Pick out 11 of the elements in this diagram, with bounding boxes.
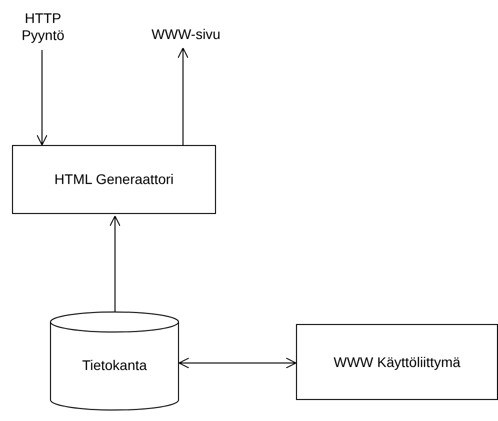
arrow — [36, 50, 48, 146]
node-label: WWW Käyttöliittymä — [334, 354, 460, 370]
node-label: HTML Generaattori — [54, 171, 174, 188]
process-box — [296, 324, 498, 400]
arrow — [110, 216, 120, 312]
arrow — [178, 48, 188, 146]
arrow — [178, 358, 296, 368]
node-label: Tietokanta — [82, 356, 147, 374]
label-text: WWW-sivu — [152, 26, 220, 42]
label-text: HTTP Pyyntö — [20, 10, 66, 44]
process-box — [12, 145, 216, 214]
